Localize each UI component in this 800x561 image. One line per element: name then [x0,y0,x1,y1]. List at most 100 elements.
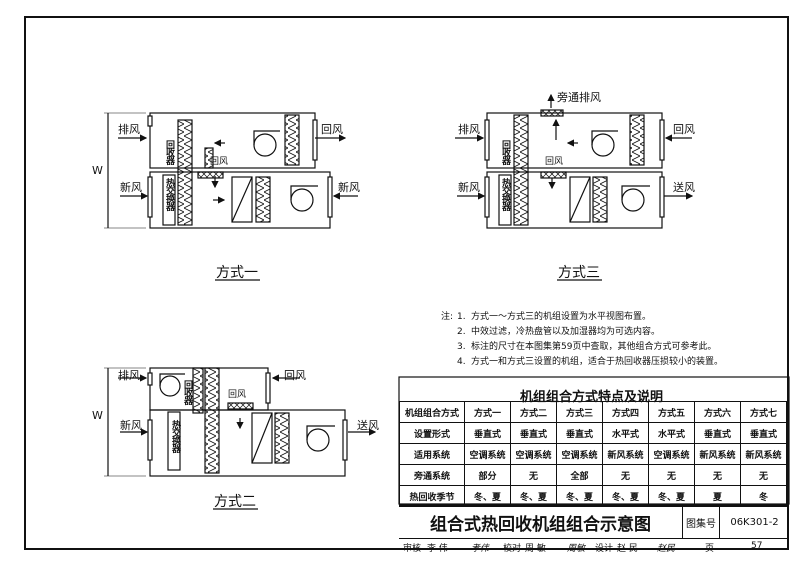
m3-exhaust-label: 排风 [458,123,480,136]
m3-recovery-label: 回收器 [500,140,510,164]
m1-exhaust-label: 排风 [118,123,140,136]
note-number: 1. [457,312,466,322]
m2-width-dim: W [92,409,103,422]
table-cell: 垂直式 [464,422,511,444]
m1-recovery-label: 回收器 [164,140,174,164]
method-2-diagram [104,367,377,477]
table-header-cell: 方式六 [694,401,741,423]
table-header-cell: 方式五 [648,401,695,423]
atlas-number: 06K301-2 [730,516,779,528]
m1-fresh-right-label: 新风 [338,181,360,194]
table-cell: 无 [602,464,649,486]
caption-method-1: 方式一 [216,265,258,281]
table-header-cell: 方式七 [740,401,787,423]
table-header-cell: 方式一 [464,401,511,423]
table-cell: 无 [740,464,787,486]
checker-name: 周 敏 [525,544,546,554]
note-text: 标注的尺寸在本图集第59页中查取，其他组合方式可参考此。 [471,342,717,352]
m1-fresh-label: 新风 [120,181,142,194]
table-cell: 无 [510,464,557,486]
note-text: 方式一和方式三设置的机组，适合于热回收器压损较小的装置。 [471,357,724,367]
note-row: 2. 中效过滤，冷热盘管以及加湿器均为可选内容。 [441,325,723,340]
title-block: 组合式热回收机组组合示意图 图集号 06K301-2 审核 李 伟 孝伟 校对 … [399,504,789,554]
table-cell: 水平式 [602,422,649,444]
table-cell: 设置形式 [399,422,465,444]
review-label: 审核 [403,544,422,554]
table-cell: 全部 [556,464,603,486]
m2-supply-label: 送风 [357,419,379,432]
note-text: 方式一～方式三的机组设置为水平视图布置。 [471,312,652,322]
m2-return-label: 回风 [284,369,306,382]
method-1-diagram [104,112,358,229]
m2-exhaust-label: 排风 [118,369,140,382]
m2-hx-label: 热交换器 [170,420,180,452]
note-number: 4. [457,357,466,367]
table-cell: 垂直式 [556,422,603,444]
note-row: 注: 1. 方式一～方式三的机组设置为水平视图布置。 [441,310,723,325]
page-number: 57 [751,541,763,551]
notes-block: 注: 1. 方式一～方式三的机组设置为水平视图布置。 2. 中效过滤，冷热盘管以… [441,310,723,370]
reviewer-name: 李 伟 [427,544,448,554]
table-cell: 旁通系统 [399,464,465,486]
table-cell: 垂直式 [510,422,557,444]
caption-method-2: 方式二 [214,494,256,510]
table-cell: 无 [694,464,741,486]
table-cell: 适用系统 [399,443,465,465]
table-cell: 空调系统 [464,443,511,465]
table-cell: 新风系统 [602,443,649,465]
m1-hx-label: 热交换器 [164,178,174,210]
table-cell: 空调系统 [648,443,695,465]
combination-table: 机组组合方式 方式一 方式二 方式三 方式四 方式五 方式六 方式七 设置形式 … [399,401,787,507]
table-header-cell: 方式四 [602,401,649,423]
table-cell: 水平式 [648,422,695,444]
table-cell: 垂直式 [740,422,787,444]
m3-inner-return-label: 回风 [545,157,564,167]
check-label: 校对 [503,544,522,554]
table-header-cell: 机组组合方式 [399,401,465,423]
m2-inner-return-label: 回风 [228,390,247,400]
designer-name: 赵 民 [617,544,638,554]
m3-return-label: 回风 [673,123,695,136]
method-3-diagram [455,93,694,229]
table-cell: 垂直式 [694,422,741,444]
note-text: 中效过滤，冷热盘管以及加湿器均为可选内容。 [471,327,661,337]
drawing-title: 组合式热回收机组组合示意图 [399,506,683,538]
table-cell: 冬、夏 [464,485,511,507]
caption-method-3: 方式三 [558,265,600,281]
m2-recovery-label: 回收器 [182,380,192,404]
table-cell: 无 [648,464,695,486]
notes-prefix: 注: [441,312,454,322]
table-row: 设置形式 垂直式 垂直式 垂直式 水平式 水平式 垂直式 垂直式 [399,422,787,444]
m2-fresh-label: 新风 [120,419,142,432]
signature-row: 审核 李 伟 孝伟 校对 周 敏 周敏 设计 赵 民 赵民 页 57 [399,538,789,554]
table-row: 旁通系统 部分 无 全部 无 无 无 无 [399,464,787,486]
table-cell: 新风系统 [694,443,741,465]
table-header-row: 机组组合方式 方式一 方式二 方式三 方式四 方式五 方式六 方式七 [399,401,787,423]
design-label: 设计 [595,544,614,554]
table-cell: 空调系统 [556,443,603,465]
note-row: 4. 方式一和方式三设置的机组，适合于热回收器压损较小的装置。 [441,355,723,370]
m3-supply-label: 送风 [673,181,695,194]
note-number: 3. [457,342,466,352]
table-row: 适用系统 空调系统 空调系统 空调系统 新风系统 空调系统 新风系统 新风系统 [399,443,787,465]
table-cell: 冬 [740,485,787,507]
drawing-frame [24,16,789,550]
table-cell: 空调系统 [510,443,557,465]
checker-signature: 周敏 [567,544,586,554]
m3-fresh-label: 新风 [458,181,480,194]
table-cell: 热回收季节 [399,485,465,507]
reviewer-signature: 孝伟 [471,544,490,554]
m3-hx-label: 热交换器 [500,178,510,210]
designer-signature: 赵民 [657,544,676,554]
table-cell: 新风系统 [740,443,787,465]
table-row: 热回收季节 冬、夏 冬、夏 冬、夏 冬、夏 冬、夏 夏 冬 [399,485,787,507]
note-number: 2. [457,327,466,337]
table-header-cell: 方式二 [510,401,557,423]
note-row: 3. 标注的尺寸在本图集第59页中查取，其他组合方式可参考此。 [441,340,723,355]
m1-width-dim: W [92,164,103,177]
table-cell: 冬、夏 [602,485,649,507]
table-header-cell: 方式三 [556,401,603,423]
atlas-label: 图集号 [683,506,720,538]
page-label: 页 [705,544,715,554]
